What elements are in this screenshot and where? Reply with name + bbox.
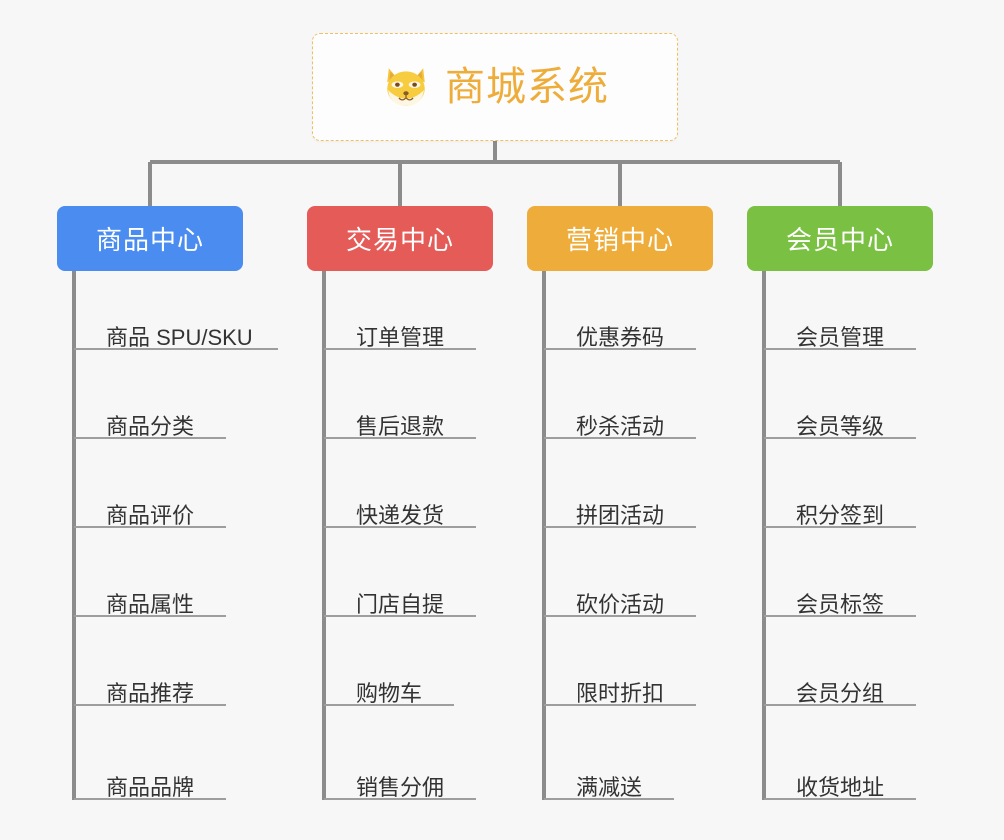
category-box-3[interactable]: 营销中心: [527, 206, 713, 271]
leaf-item-label: 商品推荐: [106, 680, 195, 706]
category-label: 商品中心: [95, 225, 204, 255]
shiba-dog-icon: [387, 68, 425, 106]
root-node[interactable]: 商城系统: [312, 33, 678, 141]
leaf-item[interactable]: 会员标签: [764, 573, 916, 617]
category-label: 会员中心: [785, 225, 894, 255]
leaf-item[interactable]: 限时折扣: [544, 662, 696, 706]
category-label: 交易中心: [345, 225, 454, 255]
leaf-item-label: 秒杀活动: [576, 413, 665, 439]
leaf-item-label: 会员分组: [796, 680, 885, 706]
leaf-item-label: 商品评价: [106, 502, 195, 528]
leaf-item[interactable]: 商品品牌: [74, 756, 226, 800]
root-title: 商城系统: [445, 65, 609, 109]
leaf-item-label: 购物车: [356, 680, 423, 706]
leaf-item-label: 商品品牌: [106, 774, 195, 800]
leaf-item[interactable]: 快递发货: [324, 484, 476, 528]
leaf-item[interactable]: 拼团活动: [544, 484, 696, 528]
category-box-1[interactable]: 商品中心: [57, 206, 243, 271]
leaf-item-label: 拼团活动: [576, 502, 665, 528]
leaf-item[interactable]: 购物车: [324, 662, 454, 706]
leaf-item[interactable]: 积分签到: [764, 484, 916, 528]
leaf-item[interactable]: 销售分佣: [324, 756, 476, 800]
leaf-item-label: 满减送: [576, 774, 643, 800]
leaf-item[interactable]: 收货地址: [764, 756, 916, 800]
leaf-item[interactable]: 商品推荐: [74, 662, 226, 706]
leaf-item-label: 会员标签: [796, 591, 885, 617]
leaf-item[interactable]: 商品分类: [74, 395, 226, 439]
leaf-item[interactable]: 订单管理: [324, 306, 476, 350]
leaf-item[interactable]: 商品 SPU/SKU: [74, 306, 278, 350]
leaf-item-label: 积分签到: [796, 502, 885, 528]
leaf-item-label: 收货地址: [796, 774, 885, 800]
leaf-item-label: 限时折扣: [576, 680, 665, 706]
leaf-item-label: 砍价活动: [576, 591, 665, 617]
leaf-item-label: 商品 SPU/SKU: [106, 324, 253, 350]
leaf-item-label: 优惠券码: [576, 324, 665, 350]
category-box-4[interactable]: 会员中心: [747, 206, 933, 271]
leaf-item[interactable]: 门店自提: [324, 573, 476, 617]
category-label: 营销中心: [565, 225, 674, 255]
leaf-item[interactable]: 售后退款: [324, 395, 476, 439]
leaf-item[interactable]: 砍价活动: [544, 573, 696, 617]
leaf-item[interactable]: 商品评价: [74, 484, 226, 528]
leaf-item-label: 商品分类: [106, 413, 195, 439]
leaf-item-label: 门店自提: [356, 591, 445, 617]
leaf-item[interactable]: 会员等级: [764, 395, 916, 439]
leaf-item-label: 会员等级: [796, 413, 885, 439]
leaf-item[interactable]: 商品属性: [74, 573, 226, 617]
leaf-item-label: 快递发货: [356, 502, 445, 528]
leaf-item[interactable]: 会员分组: [764, 662, 916, 706]
leaf-item[interactable]: 优惠券码: [544, 306, 696, 350]
leaf-item-label: 订单管理: [356, 324, 445, 350]
leaf-item[interactable]: 会员管理: [764, 306, 916, 350]
leaf-item-label: 商品属性: [106, 591, 195, 617]
leaf-item-label: 售后退款: [356, 413, 445, 439]
leaf-item-label: 会员管理: [796, 324, 885, 350]
root-node-content: 商城系统: [381, 62, 609, 112]
leaf-item[interactable]: 秒杀活动: [544, 395, 696, 439]
leaf-item[interactable]: 满减送: [544, 756, 674, 800]
category-box-2[interactable]: 交易中心: [307, 206, 493, 271]
leaf-item-label: 销售分佣: [356, 774, 445, 800]
